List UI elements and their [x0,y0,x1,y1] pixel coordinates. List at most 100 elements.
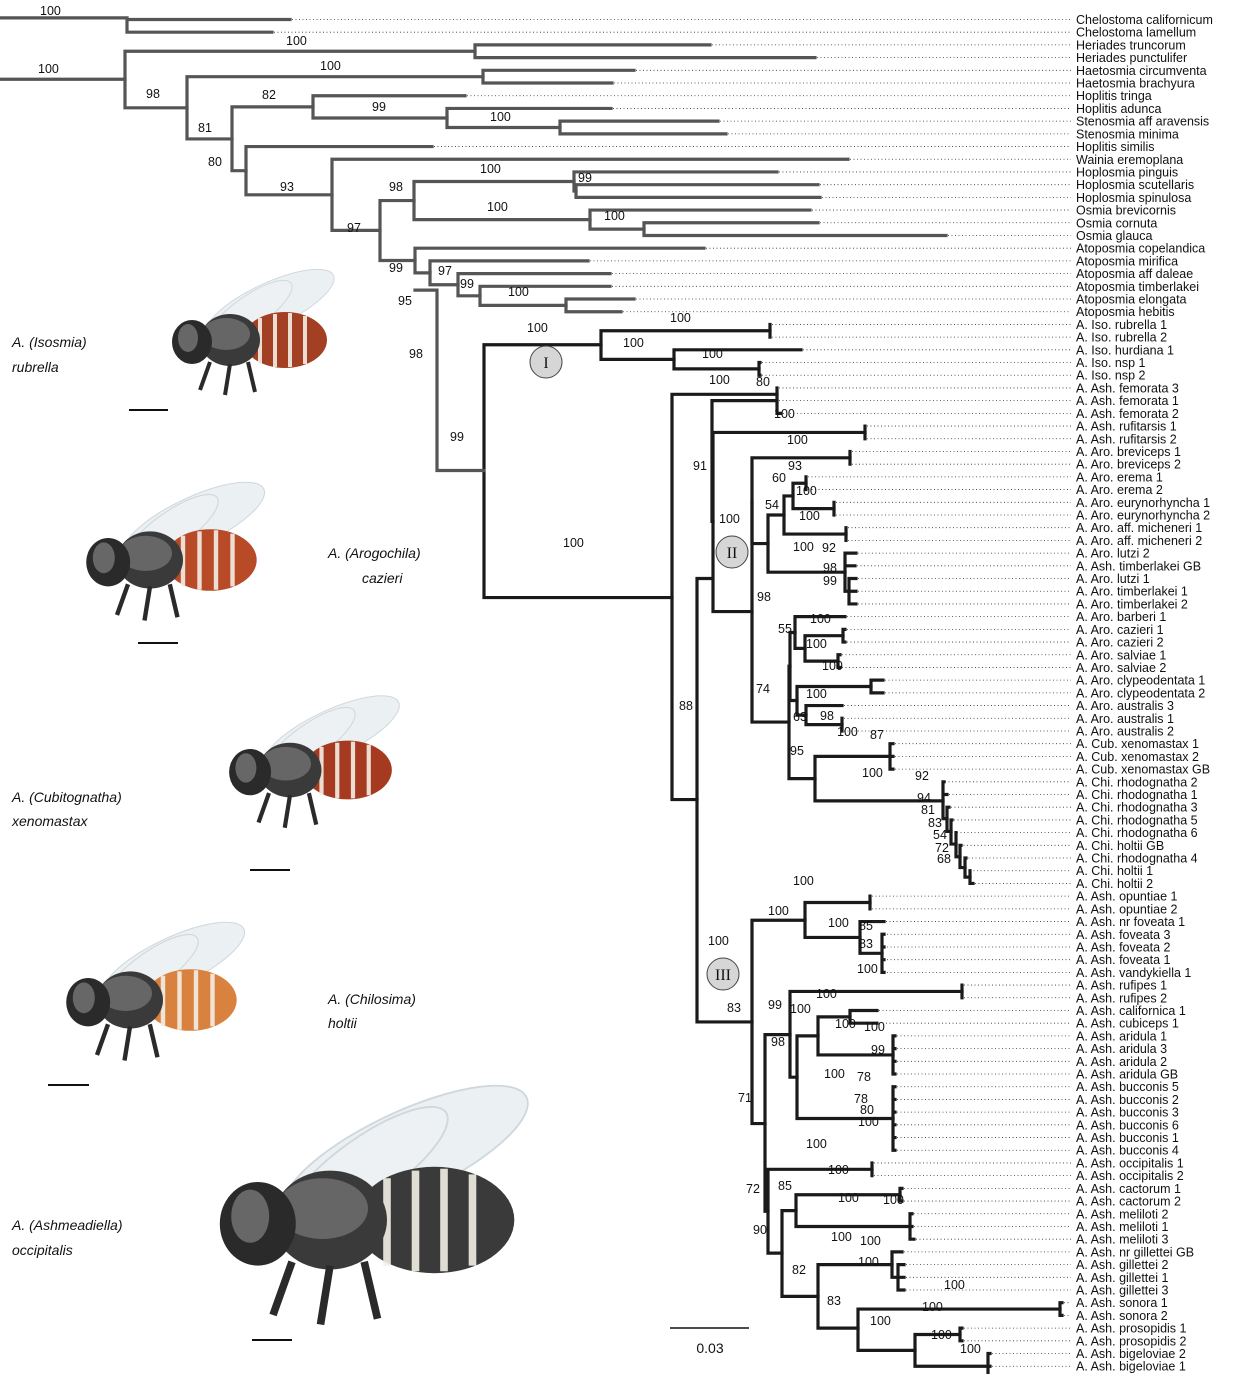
support-value: 100 [768,904,789,918]
branch [380,201,415,261]
support-value: 100 [487,200,508,214]
support-value: 82 [262,88,276,102]
bee-photo-isosmia-rubrella [172,255,343,395]
branch [232,107,313,171]
support-value: 80 [208,155,222,169]
support-value: 100 [828,916,849,930]
scale-bar-label: 0.03 [696,1340,723,1356]
caption-species: xenomastax [11,813,88,829]
bee-photo-arogochila-cazieri [86,467,274,620]
support-value: 100 [862,766,883,780]
support-value: 100 [944,1278,965,1292]
support-value: 78 [857,1070,871,1084]
branch [576,185,820,198]
branch [313,96,465,118]
branch [560,121,726,134]
support-value: 85 [859,919,873,933]
caption-subgenus: (Cubitognatha) [29,789,122,805]
support-value: 100 [838,1191,859,1205]
support-value: 100 [931,1328,952,1342]
support-value: 100 [960,1342,981,1356]
clade-label-III: III [715,967,731,984]
support-value: 92 [822,541,836,555]
branch [782,1211,818,1297]
support-value: 100 [835,1017,856,1031]
support-value: 100 [810,612,831,626]
support-value: 98 [389,180,403,194]
bee-photo-ashmeadiella-occipitalis [220,1059,544,1324]
caption-subgenus: (Arogochila) [345,545,420,561]
svg-text:A. (Isosmia): A. (Isosmia) [11,334,87,350]
support-value: 83 [827,1294,841,1308]
support-value: 63 [793,710,807,724]
support-value: 81 [921,803,935,817]
support-value: 100 [604,209,625,223]
bee-photo-cubitognatha-xenomastax [229,681,408,827]
support-value: 100 [709,373,730,387]
support-value: 100 [708,934,729,948]
tree-branches [0,18,1062,1374]
support-value: 54 [933,828,947,842]
support-value: 55 [778,622,792,636]
caption-genus: A. [11,1217,25,1233]
support-value: 100 [864,1020,885,1034]
caption-subgenus: (Isosmia) [29,334,87,350]
support-value: 100 [790,1002,811,1016]
support-value: 92 [915,769,929,783]
branch [988,1354,990,1374]
support-value: 100 [490,110,511,124]
caption-ashmeadiella: A. (Ashmeadiella) occipitalis [11,1217,123,1258]
support-value: 98 [820,709,834,723]
caption-chilosima: A. (Chilosima) holtii [327,991,416,1031]
support-value: 100 [837,725,858,739]
support-value: 100 [286,34,307,48]
support-value: 100 [774,407,795,421]
support-value: 100 [787,433,808,447]
support-value: 87 [870,728,884,742]
support-value: 100 [508,285,529,299]
support-value: 95 [790,744,804,758]
support-value: 100 [922,1300,943,1314]
support-value: 100 [480,162,501,176]
bee-photo-chilosima-holtii [66,907,254,1060]
support-value: 100 [702,347,723,361]
support-value: 100 [670,311,691,325]
branch [447,108,611,127]
caption-genus: A. [327,545,341,561]
scale-bar: 0.03 [670,1328,749,1356]
caption-species: holtii [328,1015,358,1031]
support-value: 99 [823,574,837,588]
caption-subgenus: (Ashmeadiella) [29,1217,122,1233]
support-value: 98 [146,87,160,101]
support-value: 72 [746,1182,760,1196]
branch [871,680,883,693]
support-value: 100 [857,962,878,976]
support-value: 100 [793,540,814,554]
svg-text:A. (Ashmeadiella): A. (Ashmeadiella) [11,1217,123,1233]
support-value: 100 [806,1137,827,1151]
support-value: 54 [765,498,779,512]
support-value: 82 [792,1263,806,1277]
clade-marker-I: I [530,346,562,378]
svg-text:A. (Cubitognatha): A. (Cubitognatha) [11,789,122,805]
branch [674,350,801,369]
support-value: 88 [679,699,693,713]
support-value: 100 [799,509,820,523]
support-value: 99 [460,277,474,291]
caption-subgenus: (Chilosima) [345,991,416,1007]
support-value: 95 [398,294,412,308]
support-value: 60 [772,471,786,485]
caption-genus: A. [327,991,341,1007]
support-values: 1001001009810082991008180931009899100100… [38,4,981,1356]
support-value: 100 [822,659,843,673]
support-value: 85 [778,1179,792,1193]
support-value: 98 [757,590,771,604]
support-value: 81 [198,121,212,135]
support-value: 93 [280,180,294,194]
support-value: 100 [858,1115,879,1129]
branch [125,51,475,108]
caption-species: occipitalis [12,1242,73,1258]
support-value: 83 [859,937,873,951]
support-value: 100 [870,1314,891,1328]
clade-marker-III: III [707,958,739,990]
